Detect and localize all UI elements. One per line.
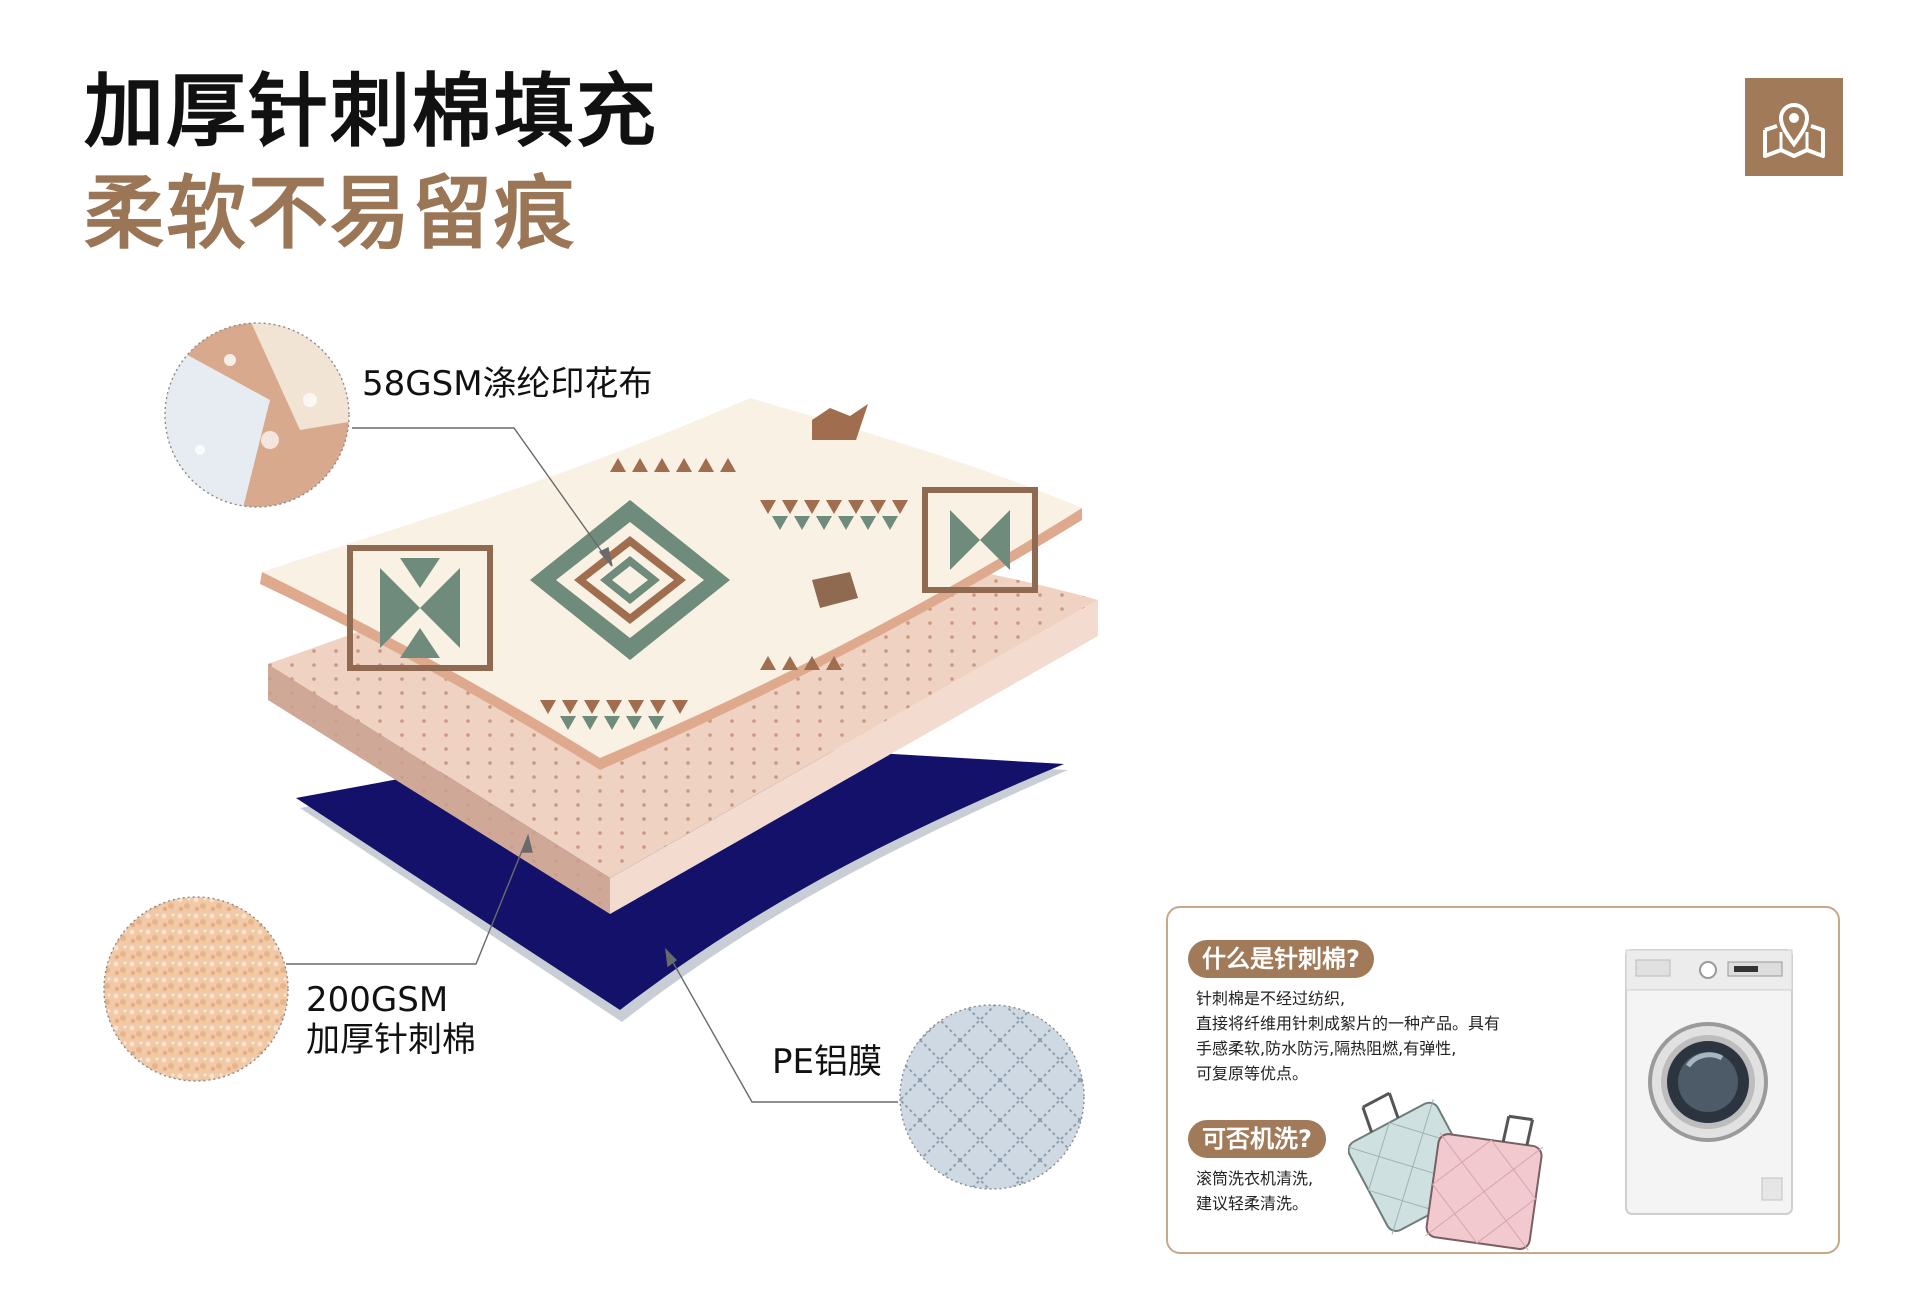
- question-what-is-needle-cotton: 什么是针刺棉?: [1188, 940, 1374, 978]
- padding-closeup-circle: [103, 896, 289, 1082]
- fabric-closeup-circle: [164, 322, 350, 508]
- washing-machine-illustration: [1625, 949, 1793, 1215]
- page-subtitle: 柔软不易留痕: [84, 167, 576, 260]
- question-machine-washable: 可否机洗?: [1188, 1120, 1326, 1158]
- printed-fabric-layer: [260, 398, 1082, 770]
- answer-what-is-needle-cotton: 针刺棉是不经过纺织, 直接将纤维用针刺成絮片的一种产品。具有 手感柔软,防水防污…: [1196, 989, 1501, 1083]
- film-closeup-circle: [899, 1004, 1085, 1190]
- bottom-film-label: PE铝膜: [772, 1042, 882, 1082]
- info-card: 什么是针刺棉? 针刺棉是不经过纺织, 直接将纤维用针刺成絮片的一种产品。具有 手…: [1166, 906, 1840, 1254]
- page-title: 加厚针刺棉填充: [84, 65, 658, 158]
- seat-cushion-illustration: [1348, 1091, 1544, 1251]
- padding-label-name: 加厚针刺棉: [306, 1020, 476, 1060]
- answer-machine-washable: 滚筒洗衣机清洗, 建议轻柔清洗。: [1196, 1169, 1314, 1213]
- map-book-icon: [1745, 78, 1843, 176]
- padding-label-weight: 200GSM: [306, 980, 449, 1020]
- leader-lines: [286, 427, 898, 1103]
- top-fabric-label: 58GSM涤纶印花布: [362, 364, 653, 404]
